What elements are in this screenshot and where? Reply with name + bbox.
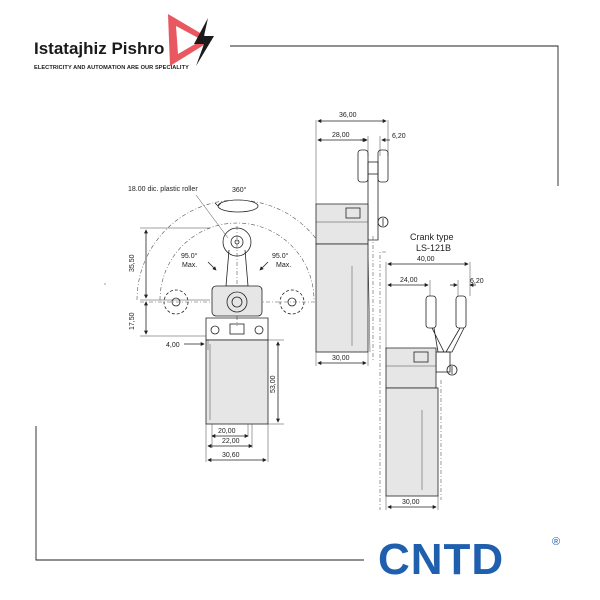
page-frame bbox=[35, 45, 559, 561]
dim-height-mid: 17,50 bbox=[129, 312, 136, 330]
switch-head bbox=[211, 285, 263, 317]
front-view: 18.00 dic. plastic roller 360° 95.0° Max… bbox=[104, 186, 338, 462]
play-lightning-icon bbox=[168, 14, 214, 66]
mounting-flange bbox=[205, 317, 269, 341]
angle-left-max: Max. bbox=[182, 262, 197, 269]
angle-right-max: Max. bbox=[276, 262, 291, 269]
right-roller-position bbox=[279, 289, 305, 315]
side-dim-base: 30,00 bbox=[332, 355, 350, 362]
crank-dim-roller: 6,20 bbox=[470, 278, 484, 285]
angle-right: 95.0° bbox=[272, 252, 289, 260]
cntd-logo: CNTD ® bbox=[378, 535, 560, 584]
crank-title: Crank type bbox=[410, 232, 454, 242]
rotation-arrow-icon bbox=[217, 199, 259, 213]
crank-arm-right bbox=[445, 327, 465, 353]
brand-tagline: ELECTRICITY AND AUTOMATION ARE OUR SPECI… bbox=[34, 65, 189, 71]
side-view: 36,00 28,00 6,20 30,00 bbox=[315, 112, 406, 366]
crank-roller-left bbox=[425, 295, 437, 329]
side-roller-right bbox=[377, 149, 389, 183]
crank-roller-right bbox=[455, 295, 467, 329]
side-lever-arm bbox=[367, 174, 379, 241]
registered-mark: ® bbox=[552, 536, 560, 548]
dim-offset: 4,00 bbox=[166, 342, 180, 349]
dim-width-mid: 22,00 bbox=[222, 438, 240, 445]
side-switch-body bbox=[315, 243, 369, 353]
dim-width-inner: 20,00 bbox=[218, 428, 236, 435]
crank-dim-top-inner: 24,00 bbox=[400, 277, 418, 284]
dim-width-total: 30,60 bbox=[222, 452, 240, 459]
view-separator bbox=[379, 251, 386, 510]
roller-leader bbox=[195, 194, 229, 239]
crank-switch-head bbox=[385, 347, 437, 389]
switch-body bbox=[205, 339, 269, 425]
brand-header: Istatajhiz Pishro ELECTRICITY AND AUTOMA… bbox=[34, 14, 214, 71]
brand-name: Istatajhiz Pishro bbox=[34, 39, 164, 58]
crank-model: LS-121B bbox=[416, 243, 451, 253]
rotation-label: 360° bbox=[232, 186, 247, 194]
crank-dim-top-total: 40,00 bbox=[417, 256, 435, 263]
crank-switch-body bbox=[385, 387, 439, 497]
side-dim-top-inner: 28,00 bbox=[332, 132, 350, 139]
roller-label: 18.00 dic. plastic roller bbox=[128, 186, 198, 193]
dim-body-height: 53,00 bbox=[270, 375, 277, 393]
side-dim-roller: 6,20 bbox=[392, 133, 406, 140]
side-roller-left bbox=[357, 149, 369, 183]
manufacturer-name: CNTD bbox=[378, 535, 504, 584]
crank-dim-base: 30,00 bbox=[402, 499, 420, 506]
crank-view: Crank type LS-121B 40,00 24,00 6,20 bbox=[385, 232, 484, 510]
angle-left: 95.0° bbox=[181, 252, 198, 260]
side-dim-top-total: 36,00 bbox=[339, 112, 357, 119]
dim-height-upper: 35,50 bbox=[129, 254, 136, 272]
